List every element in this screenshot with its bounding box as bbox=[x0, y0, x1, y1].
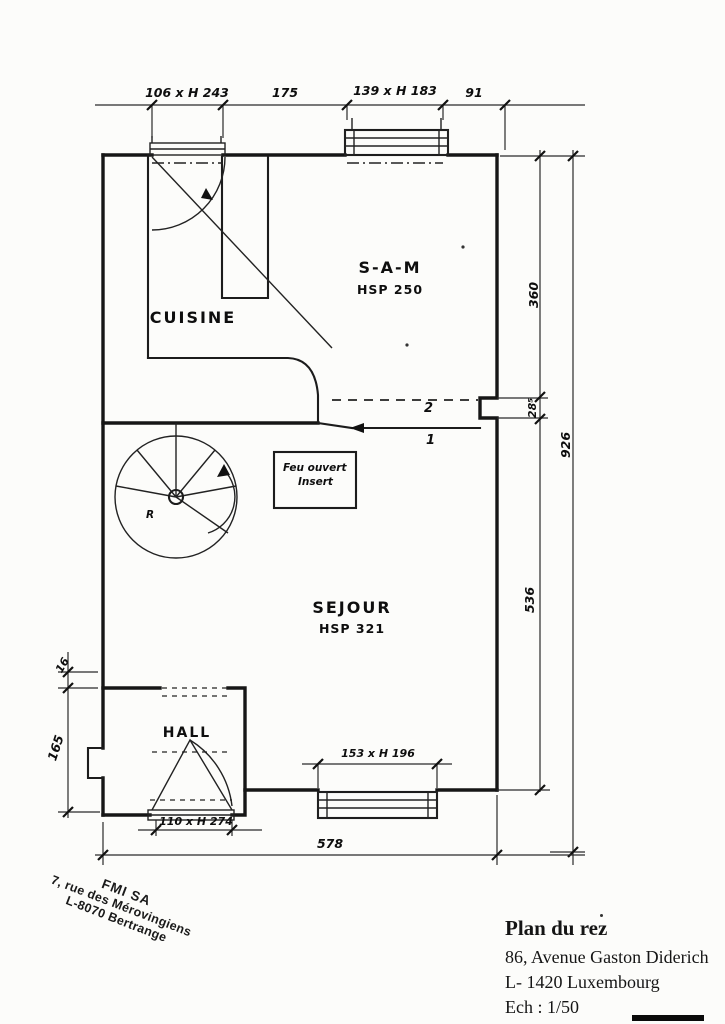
interior-walls bbox=[101, 153, 482, 433]
room-label-sam: S-A-M bbox=[358, 258, 421, 277]
dim-top-door: 106 x H 243 bbox=[145, 85, 229, 100]
dim-total-depth: 926 bbox=[558, 432, 573, 458]
dim-hall-door: 110 x H 274 bbox=[159, 815, 233, 828]
plan-title: Plan du rez bbox=[505, 916, 608, 940]
exterior-walls bbox=[86, 153, 499, 817]
dim-ledge: 28⁵ bbox=[526, 398, 539, 418]
dim-sejour-depth: 536 bbox=[522, 587, 537, 613]
scan-artifact-bar bbox=[632, 1015, 704, 1021]
scan-dot bbox=[600, 914, 603, 917]
top-left-door bbox=[149, 136, 333, 349]
fireplace-note-line2: Insert bbox=[298, 476, 334, 488]
hall-entrance-door bbox=[147, 738, 235, 821]
plan-address-street: 86, Avenue Gaston Diderich bbox=[505, 947, 709, 967]
spiral-staircase bbox=[114, 423, 238, 559]
stair-rotation-mark: R bbox=[146, 509, 154, 521]
dim-top-right: 91 bbox=[465, 85, 482, 100]
plan-address-city: L- 1420 Luxembourg bbox=[505, 972, 660, 992]
dimension-labels: 106 x H 243 175 139 x H 183 91 360 28⁵ 5… bbox=[44, 83, 573, 851]
room-label-cuisine: CUISINE bbox=[150, 308, 236, 327]
plan-scale: Ech : 1/50 bbox=[505, 997, 579, 1017]
fireplace-note-line1: Feu ouvert bbox=[283, 462, 347, 474]
dim-sam-depth: 360 bbox=[526, 282, 541, 308]
top-right-window bbox=[343, 118, 450, 164]
annotation-labels: Feu ouvert Insert 2 1 R bbox=[146, 401, 435, 521]
title-block: Plan du rez 86, Avenue Gaston Diderich L… bbox=[505, 916, 720, 1020]
dim-total-width: 578 bbox=[317, 836, 343, 851]
hall-opening-dashes bbox=[162, 687, 228, 697]
step-number-2: 2 bbox=[424, 401, 433, 416]
room-label-sejour: SEJOUR bbox=[312, 598, 391, 617]
step-number-1: 1 bbox=[426, 433, 435, 448]
room-labels: CUISINE S-A-M HSP 250 SEJOUR HSP 321 HAL… bbox=[150, 258, 423, 741]
sejour-window bbox=[316, 790, 439, 820]
dimension-lines bbox=[58, 99, 585, 865]
fireplace bbox=[272, 450, 358, 510]
dim-top-span: 175 bbox=[272, 85, 298, 100]
sketch-marks bbox=[405, 245, 465, 347]
room-label-hall: HALL bbox=[163, 725, 211, 741]
dim-hall-depth: 165 bbox=[44, 733, 66, 763]
room-ceiling-sam: HSP 250 bbox=[357, 282, 423, 297]
dim-sejour-window: 153 x H 196 bbox=[341, 747, 415, 760]
room-ceiling-sejour: HSP 321 bbox=[319, 621, 385, 636]
dim-top-window: 139 x H 183 bbox=[353, 83, 437, 98]
